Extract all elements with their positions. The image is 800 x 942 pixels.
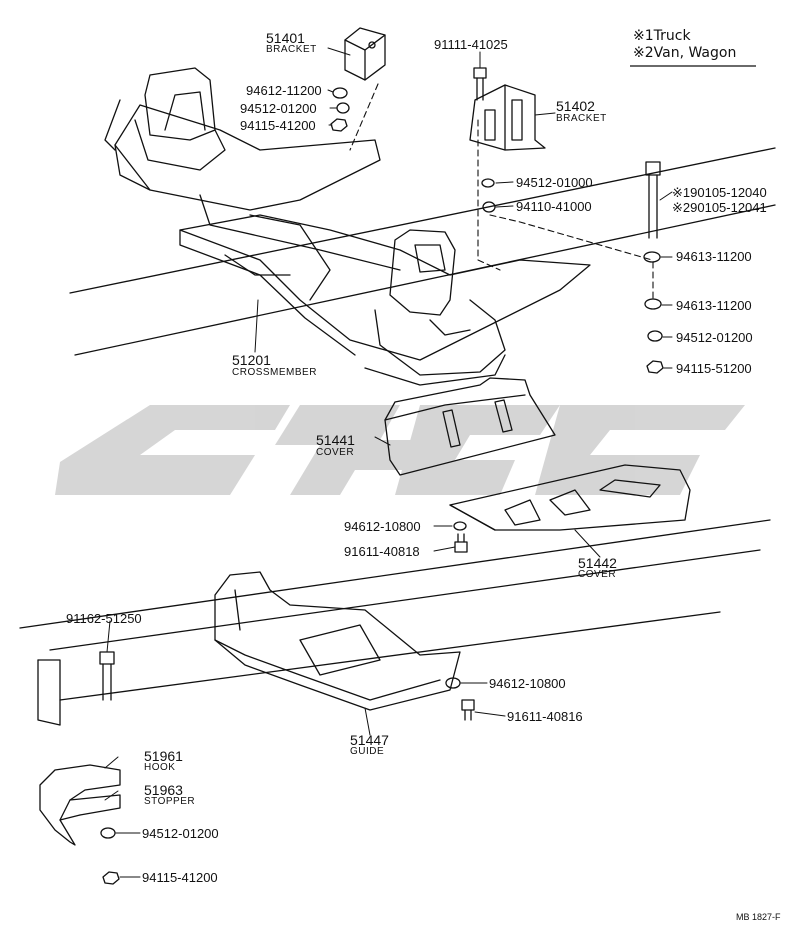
part-name-51963: STOPPER bbox=[144, 796, 196, 807]
frame-rail-line bbox=[59, 611, 721, 701]
hw-91611-40818: 91611-40818 bbox=[344, 544, 420, 559]
part-number-51201: 51201 bbox=[232, 352, 271, 368]
page-code: MB 1827-F bbox=[736, 912, 781, 922]
part-name-51447: GUIDE bbox=[350, 746, 385, 757]
hw-91111-41025: 91111-41025 bbox=[434, 37, 508, 52]
washer-94612-10800-a bbox=[453, 521, 467, 531]
hw-94115-41200-b: 94115-41200 bbox=[142, 870, 218, 885]
part-name-51201: CROSSMEMBER bbox=[232, 367, 317, 378]
part-number-51441: 51441 bbox=[316, 432, 355, 448]
hw-94612-10800-a: 94612-10800 bbox=[344, 519, 421, 534]
leader-lines bbox=[104, 47, 673, 878]
watermark-logo bbox=[55, 405, 745, 495]
bolt-90105-drawing bbox=[645, 161, 661, 239]
part-number-51963: 51963 bbox=[144, 782, 183, 798]
washer-94612-10800-b bbox=[445, 677, 461, 689]
nut-94115-51200 bbox=[646, 360, 664, 374]
hw-94613-11200-b: 94613-11200 bbox=[676, 298, 752, 313]
legend-text-2: Van, Wagon bbox=[653, 45, 737, 61]
hw-94110-41000: 94110-41000 bbox=[516, 199, 592, 214]
washer-94512-01200-b bbox=[647, 330, 663, 342]
bracket-51401-drawing bbox=[344, 27, 386, 81]
frame-rail-line bbox=[74, 204, 776, 356]
dashed-assembly-lines bbox=[349, 83, 654, 301]
part-number-51447: 51447 bbox=[350, 732, 389, 748]
crossmember-drawing bbox=[104, 67, 591, 386]
bolt-91111-41025-drawing bbox=[473, 67, 487, 101]
part-name-51441: COVER bbox=[316, 447, 355, 458]
hw-94512-01200-a: 94512-01200 bbox=[240, 101, 317, 116]
part-name-51442: COVER bbox=[578, 569, 617, 580]
hw-90105-12041: ※290105-12041 bbox=[672, 200, 767, 215]
part-number-51402: 51402 bbox=[556, 98, 595, 114]
legend-line-2: ※2Van, Wagon bbox=[633, 45, 736, 61]
guide-51447-drawing bbox=[214, 571, 461, 711]
bolt-91162-51250-drawing bbox=[99, 651, 115, 701]
washer-94613-11200-a bbox=[643, 251, 661, 263]
hw-94115-51200: 94115-51200 bbox=[676, 361, 752, 376]
frame-rail-line bbox=[49, 549, 761, 651]
bolt-91611-40816-drawing bbox=[461, 699, 475, 721]
washer-94512-01200-a bbox=[336, 102, 350, 114]
hw-94115-41200-a: 94115-41200 bbox=[240, 118, 316, 133]
washer-94612-11200 bbox=[332, 87, 348, 99]
hw-94512-01200-c: 94512-01200 bbox=[142, 826, 219, 841]
part-number-51401: 51401 bbox=[266, 30, 305, 46]
cover-51442-drawing bbox=[449, 464, 691, 531]
part-name-51401: BRACKET bbox=[266, 44, 317, 55]
hw-90105-12040: ※190105-12040 bbox=[672, 185, 767, 200]
washer-94110-41000 bbox=[482, 201, 496, 213]
legend-line-1: ※1Truck bbox=[633, 28, 691, 44]
bolt-91611-40818-drawing bbox=[454, 533, 468, 553]
hw-91611-40816: 91611-40816 bbox=[507, 709, 583, 724]
hw-94613-11200-a: 94613-11200 bbox=[676, 249, 752, 264]
nut-94115-41200-b bbox=[102, 871, 120, 885]
washer-94512-01200-c bbox=[100, 827, 116, 839]
frame-rail-line bbox=[69, 147, 776, 294]
nut-94115-41200-a bbox=[330, 118, 348, 132]
hw-91162-51250: 91162-51250 bbox=[66, 611, 142, 626]
frame-rail-line bbox=[37, 659, 61, 726]
part-name-51961: HOOK bbox=[144, 762, 176, 773]
washer-94512-01000 bbox=[481, 178, 495, 188]
washer-94613-11200-b bbox=[644, 298, 662, 310]
part-number-51442: 51442 bbox=[578, 555, 617, 571]
part-name-51402: BRACKET bbox=[556, 113, 607, 124]
legend-text-1: Truck bbox=[653, 28, 691, 44]
bracket-51402-drawing bbox=[469, 84, 546, 151]
frame-rail-line bbox=[19, 519, 771, 629]
legend-mark-2: ※2 bbox=[633, 45, 654, 61]
hw-94512-01000: 94512-01000 bbox=[516, 175, 593, 190]
hw-94612-10800-b: 94612-10800 bbox=[489, 676, 566, 691]
hook-stopper-drawing bbox=[39, 764, 121, 846]
part-number-51961: 51961 bbox=[144, 748, 183, 764]
legend-mark-1: ※1 bbox=[633, 28, 654, 44]
hw-94512-01200-b: 94512-01200 bbox=[676, 330, 753, 345]
hw-94612-11200: 94612-11200 bbox=[246, 83, 322, 98]
cover-51441-drawing bbox=[384, 377, 556, 476]
